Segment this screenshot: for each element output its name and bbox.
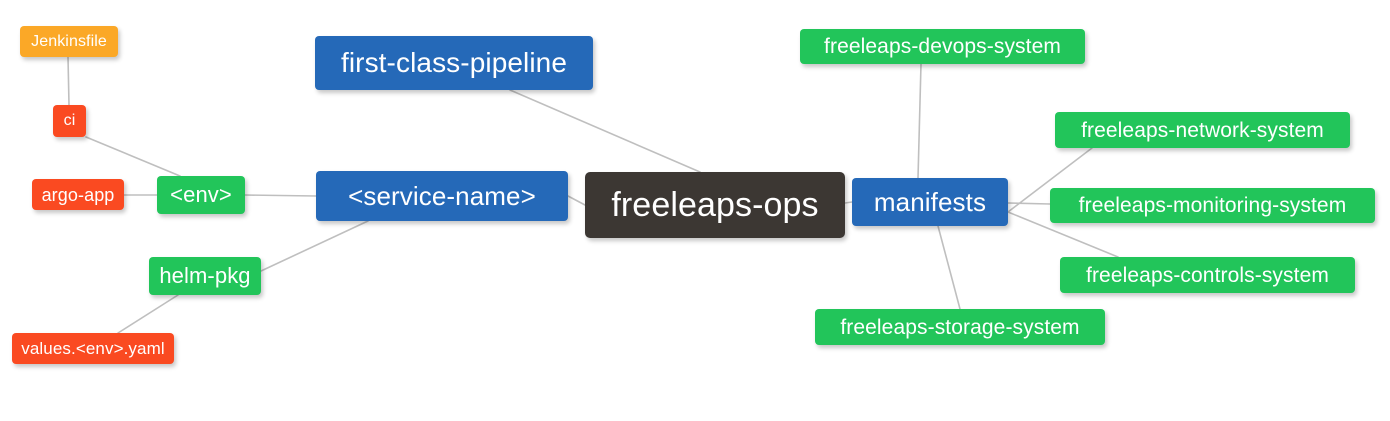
node-freeleaps-storage-system[interactable]: freeleaps-storage-system [815,309,1105,345]
node-env[interactable]: <env> [157,176,245,214]
edge-service-name-to-env [244,194,317,197]
node-freeleaps-controls-system[interactable]: freeleaps-controls-system [1060,257,1355,293]
edge-freeleaps-ops-to-manifests [844,201,853,204]
edge-manifests-to-freeleaps-storage-system [937,225,961,310]
node-ci[interactable]: ci [53,105,86,137]
node-service-name[interactable]: <service-name> [316,171,568,221]
node-manifests[interactable]: manifests [852,178,1008,226]
node-freeleaps-devops-system[interactable]: freeleaps-devops-system [800,29,1085,64]
node-label: freeleaps-controls-system [1086,263,1329,287]
edge-service-name-to-helm-pkg [260,220,369,272]
node-label: Jenkinsfile [31,32,107,50]
edge-helm-pkg-to-values-yaml [117,294,179,334]
node-label: freeleaps-monitoring-system [1078,194,1347,217]
node-label: freeleaps-ops [611,186,819,224]
node-label: helm-pkg [159,263,251,288]
node-jenkinsfile[interactable]: Jenkinsfile [20,26,118,57]
node-helm-pkg[interactable]: helm-pkg [149,257,261,295]
node-freeleaps-network-system[interactable]: freeleaps-network-system [1055,112,1350,148]
edge-env-to-ci [85,136,181,177]
node-label: freeleaps-storage-system [840,315,1080,339]
node-argo-app[interactable]: argo-app [32,179,124,210]
node-label: values.<env>.yaml [21,339,165,358]
edge-freeleaps-ops-to-first-class-pipeline [509,89,701,173]
node-label: argo-app [41,184,115,205]
edge-ci-to-jenkinsfile [67,56,70,106]
node-label: manifests [873,187,987,217]
node-label: first-class-pipeline [340,47,568,78]
node-label: <env> [170,182,232,207]
node-first-class-pipeline[interactable]: first-class-pipeline [315,36,593,90]
node-label: freeleaps-network-system [1081,118,1324,142]
node-label: <service-name> [348,181,536,211]
node-label: freeleaps-devops-system [824,35,1061,58]
node-freeleaps-monitoring-system[interactable]: freeleaps-monitoring-system [1050,188,1375,223]
edge-freeleaps-ops-to-service-name [567,195,586,206]
node-freeleaps-ops[interactable]: freeleaps-ops [585,172,845,238]
edge-manifests-to-freeleaps-monitoring-system [1007,202,1051,205]
node-values-yaml[interactable]: values.<env>.yaml [12,333,174,364]
node-label: ci [63,112,76,129]
edge-manifests-to-freeleaps-devops-system [917,63,922,179]
